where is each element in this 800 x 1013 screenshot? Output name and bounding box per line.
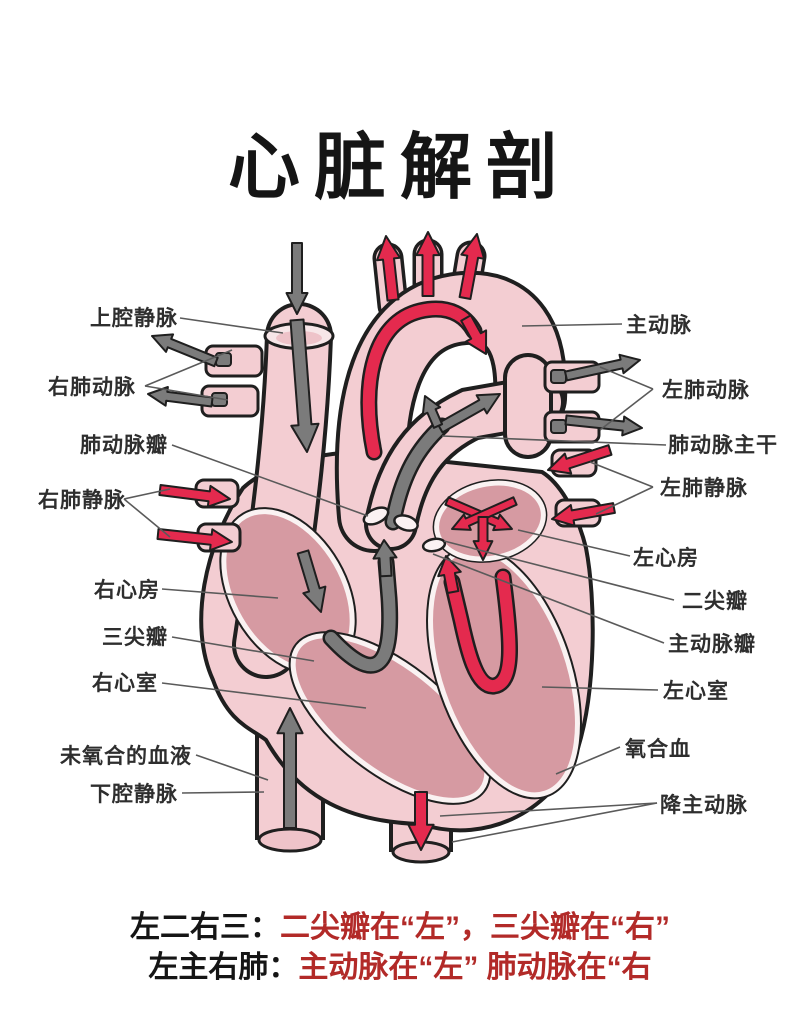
red-flow-arrow <box>451 496 518 531</box>
red-flow-arrow <box>407 791 435 851</box>
leader-line <box>441 435 667 446</box>
leader-line <box>521 323 623 327</box>
leader-line <box>123 488 171 500</box>
label-mitral-valve: 二尖瓣 <box>682 590 748 613</box>
red-flow-arrow <box>551 502 616 527</box>
mnemonic-text: 左二右三：二尖瓣在“左”，三尖瓣在“右” 左主右肺：主动脉在“左” 肺动脉在“右 <box>0 908 800 988</box>
leader-lines <box>123 317 675 843</box>
leader-line <box>144 349 233 387</box>
trunk-flow-arrows <box>421 353 643 437</box>
inner-flow-arrows <box>296 496 518 613</box>
red-flow-arrow <box>460 314 488 355</box>
aortic-flow-arrowhead <box>460 314 488 355</box>
leader-line <box>443 540 675 601</box>
leader-line <box>541 686 659 691</box>
label-right-ventricle: 右心室 <box>92 672 158 695</box>
leader-line <box>589 461 654 488</box>
label-right-pulmonary-artery: 右肺动脉 <box>48 376 136 399</box>
leader-line <box>555 746 621 775</box>
leader-line <box>144 385 229 401</box>
red-flow-arrow <box>547 444 613 475</box>
label-tricuspid-valve: 三尖瓣 <box>102 626 168 649</box>
red-flow-arrow <box>458 233 486 300</box>
red-flow-arrow <box>437 555 462 594</box>
leader-line <box>439 802 658 817</box>
gray-flow-arrow <box>564 414 643 437</box>
label-pulmonary-trunk: 肺动脉主干 <box>668 434 778 457</box>
label-deoxygenated-blood: 未氧合的血液 <box>60 745 192 768</box>
label-right-atrium: 右心房 <box>94 579 160 602</box>
label-superior-vena-cava: 上腔静脉 <box>90 307 178 330</box>
red-flow-arrow <box>158 484 231 508</box>
label-left-ventricle: 左心室 <box>663 680 729 703</box>
label-descending-aorta: 降主动脉 <box>660 794 748 817</box>
tube-flow-arrows <box>276 707 435 851</box>
mnemonic-line-1: 左二右三：二尖瓣在“左”，三尖瓣在“右” <box>0 908 800 948</box>
leader-line <box>171 444 369 517</box>
leader-line <box>432 553 665 644</box>
mnemonic-line-2: 左主右肺：主动脉在“左” 肺动脉在“右 <box>0 948 800 988</box>
label-aorta: 主动脉 <box>626 314 692 337</box>
label-oxygenated-blood: 氧合血 <box>625 738 691 761</box>
gray-flow-arrow <box>421 395 444 429</box>
label-aortic-valve: 主动脉瓣 <box>668 633 756 656</box>
vessel-flow-arrows <box>147 231 486 453</box>
mnemonic-line1-black: 左二右三： <box>130 911 280 944</box>
gray-flow-arrow <box>151 333 219 368</box>
label-pulmonary-valve: 肺动脉瓣 <box>80 434 168 457</box>
leader-line <box>195 754 269 781</box>
leader-line <box>179 317 284 334</box>
rv-flow <box>325 556 396 672</box>
mnemonic-line2-black: 左主右肺： <box>148 951 299 984</box>
gray-flow-arrow <box>436 393 501 434</box>
gray-flow-arrow <box>289 318 320 453</box>
right-ventricle-chamber <box>288 631 492 805</box>
mnemonic-line1-red: 二尖瓣在“左”，三尖瓣在“右” <box>280 911 670 944</box>
gray-flow-arrow <box>276 707 304 829</box>
vein-flow-arrows <box>156 444 616 552</box>
gray-flow-arrow <box>285 242 309 315</box>
right-pulmonary-artery-stubs <box>200 344 264 418</box>
leader-line <box>123 498 171 538</box>
label-inferior-vena-cava: 下腔静脉 <box>90 783 178 806</box>
leader-line <box>599 366 654 390</box>
leader-line <box>161 588 279 599</box>
leader-line <box>595 486 654 515</box>
gray-flow-arrow <box>147 386 214 408</box>
label-left-pulmonary-artery: 左肺动脉 <box>662 379 750 402</box>
leader-line <box>451 802 658 843</box>
label-left-atrium: 左心房 <box>633 547 699 570</box>
page-title: 心脏解剖 <box>227 128 572 208</box>
leader-line <box>181 791 265 794</box>
gray-flow-arrow <box>372 539 398 578</box>
valve-cusps <box>362 506 447 553</box>
leader-line <box>517 529 631 557</box>
label-right-pulmonary-veins: 右肺静脉 <box>38 489 126 512</box>
lv-flow <box>446 571 516 692</box>
label-left-pulmonary-veins: 左肺静脉 <box>660 477 748 500</box>
red-flow-arrow <box>156 528 233 552</box>
red-flow-arrow <box>376 235 401 302</box>
mnemonic-line2-red: 主动脉在“左” 肺动脉在“右 <box>298 951 652 984</box>
leader-line <box>599 388 654 431</box>
leader-line <box>171 636 315 662</box>
red-flow-arrow <box>415 231 441 297</box>
leader-line <box>161 682 367 709</box>
aortic-flow-curve <box>362 303 480 458</box>
gray-flow-arrow <box>296 549 327 613</box>
